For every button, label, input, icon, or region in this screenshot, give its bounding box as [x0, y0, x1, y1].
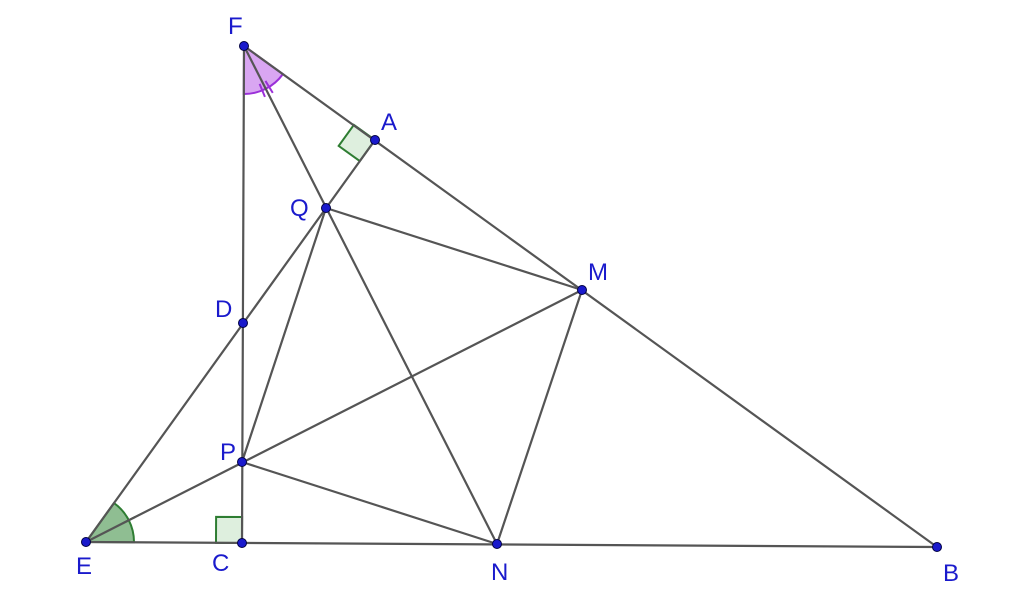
point-labels: F A Q M D P E C N B: [76, 13, 959, 587]
right-angle-mark-c: [214, 515, 244, 545]
right-angle-mark-a: [337, 123, 377, 163]
angle-tick-f: [264, 80, 274, 94]
segment-ea: [84, 138, 377, 544]
point-label-e: E: [76, 553, 92, 580]
segment-qm: [324, 206, 584, 292]
point-q: [321, 203, 331, 213]
segment-eb: [84, 540, 939, 549]
segment-pn: [240, 460, 499, 546]
point-c: [237, 538, 247, 548]
segment-fb: [242, 44, 939, 549]
point-label-f: F: [228, 13, 243, 40]
angle-tick-f: [258, 83, 266, 98]
segment-mn: [495, 288, 584, 546]
point-n: [492, 539, 502, 549]
point-label-n: N: [491, 559, 508, 586]
point-label-c: C: [212, 550, 229, 577]
segment-fn: [242, 44, 499, 546]
points: [81, 41, 942, 552]
segment-qp: [240, 206, 328, 464]
point-m: [577, 285, 587, 295]
point-label-q: Q: [290, 195, 309, 222]
point-label-d: D: [215, 296, 232, 323]
segments: [84, 44, 939, 549]
point-e: [81, 537, 91, 547]
point-p: [237, 457, 247, 467]
point-f: [239, 41, 249, 51]
point-a: [370, 135, 380, 145]
point-d: [238, 318, 248, 328]
point-label-b: B: [943, 560, 959, 587]
point-b: [932, 542, 942, 552]
point-label-a: A: [381, 109, 397, 136]
segment-em: [84, 288, 584, 544]
point-label-m: M: [588, 259, 608, 286]
point-label-p: P: [220, 439, 236, 466]
segment-fc: [240, 44, 246, 545]
